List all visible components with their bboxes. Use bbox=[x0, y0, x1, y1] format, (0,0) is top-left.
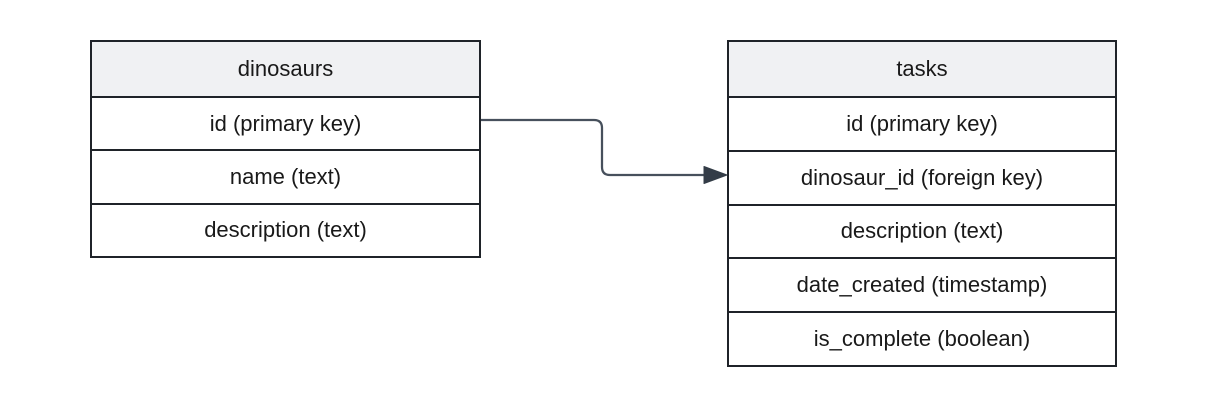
entity-dinosaurs: dinosaurs id (primary key)name (text)des… bbox=[90, 40, 481, 258]
field-row: description (text) bbox=[92, 202, 479, 256]
entity-dinosaurs-title: dinosaurs bbox=[92, 42, 479, 96]
field-row: description (text) bbox=[729, 203, 1115, 258]
entity-tasks-title: tasks bbox=[729, 42, 1115, 96]
connector-line bbox=[481, 118, 704, 177]
field-row: name (text) bbox=[92, 149, 479, 202]
entity-tasks-rows: id (primary key)dinosaur_id (foreign key… bbox=[729, 96, 1115, 365]
entity-dinosaurs-rows: id (primary key)name (text)description (… bbox=[92, 96, 479, 256]
entity-tasks: tasks id (primary key)dinosaur_id (forei… bbox=[727, 40, 1117, 367]
field-row: dinosaur_id (foreign key) bbox=[729, 149, 1115, 204]
arrowhead-right-icon bbox=[703, 166, 728, 184]
field-row: id (primary key) bbox=[92, 96, 479, 149]
field-row: date_created (timestamp) bbox=[729, 257, 1115, 311]
field-row: id (primary key) bbox=[729, 96, 1115, 150]
field-row: is_complete (boolean) bbox=[729, 311, 1115, 365]
